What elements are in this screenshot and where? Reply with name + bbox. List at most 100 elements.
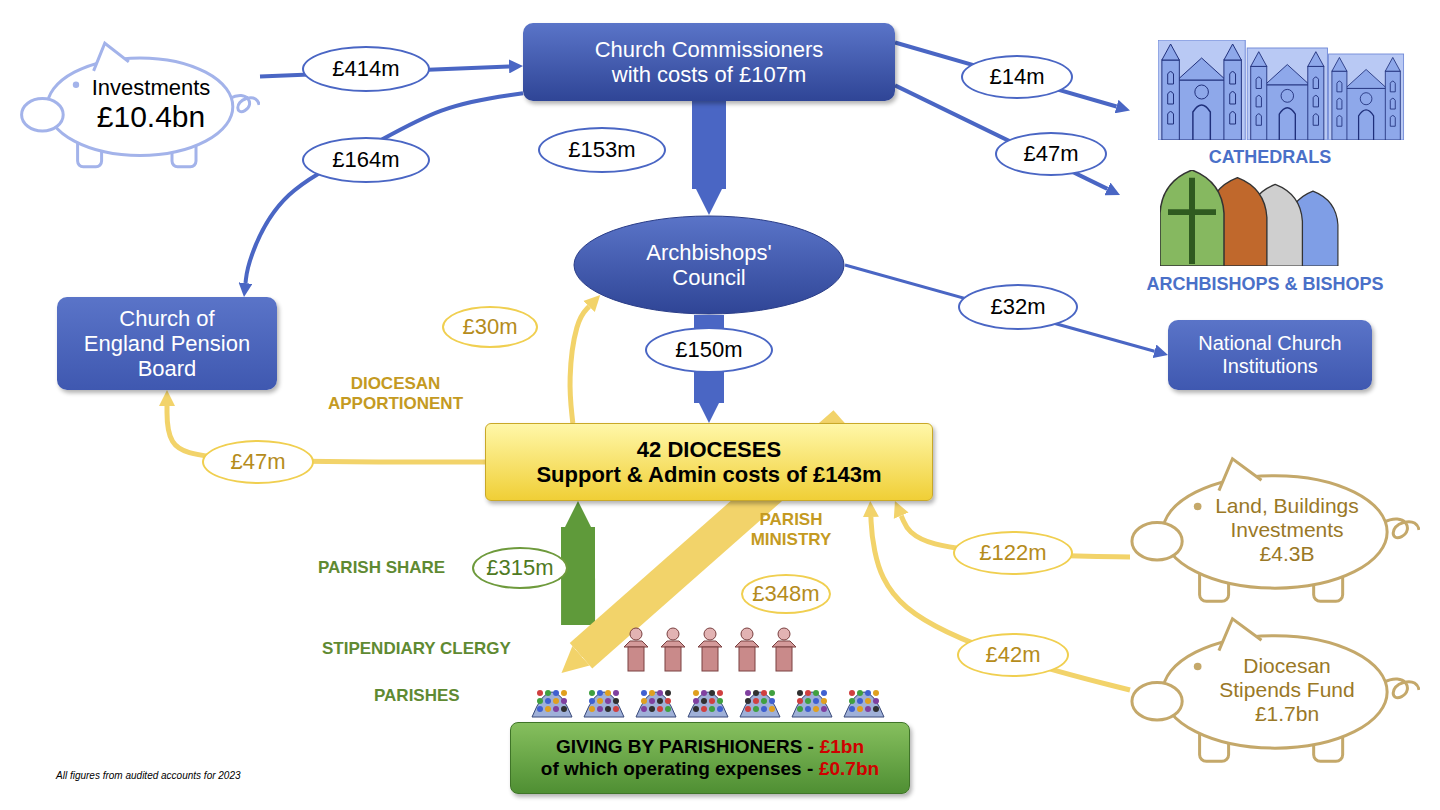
note-label: PARISH MINISTRY — [745, 510, 837, 551]
amount-label: £164m — [302, 137, 430, 183]
path-shape — [584, 692, 624, 717]
node-text: 42 DIOCESES — [637, 437, 781, 462]
node-text: Church of England Pension Board — [80, 306, 255, 382]
amount-label: £153m — [538, 127, 666, 173]
circle-shape — [605, 690, 611, 696]
circle-shape — [813, 706, 819, 712]
amount-label: £122m — [953, 531, 1073, 575]
node-text: of which operating expenses - — [541, 758, 813, 779]
circle-shape — [649, 698, 655, 704]
node-text: ARCHBISHOPS & BISHOPS — [1146, 274, 1383, 295]
circle-shape — [657, 706, 663, 712]
process-box: Church Commissioners with costs of £107m — [523, 23, 895, 101]
rect-shape — [739, 647, 755, 671]
circle-shape — [873, 698, 879, 704]
path-shape — [772, 641, 796, 647]
rect-shape — [1345, 88, 1387, 140]
circle-shape — [849, 706, 855, 712]
path-shape — [1256, 77, 1261, 89]
rect-shape — [1385, 71, 1400, 140]
flow-arrow — [871, 517, 1130, 690]
circle-shape — [693, 690, 699, 696]
rect-shape — [1308, 66, 1324, 140]
circle-shape — [745, 706, 751, 712]
circle-shape — [745, 698, 751, 704]
circle-shape — [805, 706, 811, 712]
path-shape — [792, 692, 832, 717]
path-shape — [1256, 114, 1261, 126]
circle-shape — [701, 706, 707, 712]
circle-shape — [589, 698, 595, 704]
path-shape — [1256, 95, 1261, 107]
circle-shape — [865, 706, 871, 712]
circle-shape — [537, 690, 543, 696]
circle-shape — [641, 690, 647, 696]
circle-shape — [561, 698, 567, 704]
node-text: GIVING BY PARISHIONERS - — [556, 736, 814, 757]
amount-label: £414m — [302, 46, 430, 92]
clergy-node: STIPENDIARY CLERGY — [318, 625, 805, 673]
path-shape — [1359, 110, 1374, 140]
circle-shape — [1281, 89, 1293, 102]
circle-shape — [657, 698, 663, 704]
path-shape — [1383, 519, 1419, 538]
circle-shape — [761, 690, 767, 696]
circle-shape — [849, 698, 855, 704]
circle-shape — [589, 690, 595, 696]
rect-shape — [1265, 85, 1310, 140]
bishops-node: ARCHBISHOPS & BISHOPS — [1120, 170, 1410, 295]
ellipse-shape — [1163, 476, 1387, 589]
path-shape — [844, 692, 884, 717]
text-line: GIVING BY PARISHIONERS -£1bn — [556, 736, 864, 758]
circle-shape — [769, 690, 775, 696]
circle-shape — [597, 690, 603, 696]
path-shape — [1279, 108, 1295, 140]
circle-shape — [561, 690, 567, 696]
circle-shape — [553, 690, 559, 696]
flow-arrow — [845, 265, 1155, 351]
circle-shape — [1195, 85, 1209, 99]
circle-shape — [657, 690, 663, 696]
ellipse-shape — [574, 216, 844, 314]
rect-shape — [1332, 71, 1347, 140]
path-shape — [1230, 112, 1236, 125]
path-shape — [1251, 52, 1267, 67]
rect-shape — [776, 647, 792, 671]
rect-shape — [1247, 48, 1327, 140]
circle-shape — [665, 698, 671, 704]
node-text: Investments — [92, 75, 211, 100]
ellipse-shape — [1132, 523, 1182, 561]
note-label: PARISH SHARE — [318, 558, 478, 578]
rect-shape — [702, 647, 718, 671]
circle-shape — [1194, 663, 1202, 671]
path-shape — [1313, 114, 1318, 126]
path-shape — [661, 641, 685, 647]
circle-shape — [709, 698, 715, 704]
circle-shape — [553, 698, 559, 704]
circle-shape — [797, 690, 803, 696]
circle-shape — [665, 690, 671, 696]
circle-shape — [701, 698, 707, 704]
path-shape — [1385, 57, 1400, 71]
rect-shape — [1177, 80, 1225, 140]
path-shape — [1345, 69, 1387, 88]
amount-label: £47m — [995, 132, 1107, 176]
circle-shape — [701, 690, 707, 696]
path-shape — [1265, 65, 1310, 85]
path-shape — [1313, 77, 1318, 89]
g-shape — [1158, 40, 1245, 140]
node-text: £10.4bn — [97, 100, 205, 135]
amount-label: £30m — [442, 306, 538, 348]
node-text: PARISHES — [374, 686, 460, 706]
circle-shape — [717, 706, 723, 712]
rect-shape — [1329, 54, 1404, 140]
circle-shape — [813, 698, 819, 704]
circle-shape — [717, 690, 723, 696]
circle-shape — [1194, 503, 1202, 511]
path-shape — [1168, 72, 1174, 85]
process-box: GIVING BY PARISHIONERS -£1bnof which ope… — [510, 722, 910, 794]
circle-shape — [613, 698, 619, 704]
path-shape — [1168, 92, 1174, 105]
circle-shape — [553, 706, 559, 712]
